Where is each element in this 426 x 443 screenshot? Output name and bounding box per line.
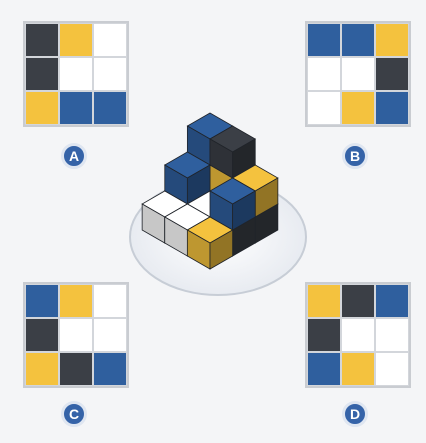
grid-cell	[59, 57, 93, 91]
grid-cell	[341, 318, 375, 352]
grid-cell	[59, 318, 93, 352]
grid-cell	[307, 284, 341, 318]
grid-cell	[375, 284, 409, 318]
grid-cell	[25, 91, 59, 125]
grid-cell	[25, 284, 59, 318]
grid-cell	[375, 318, 409, 352]
option-b-badge[interactable]: B	[342, 143, 368, 169]
grid-cell	[93, 23, 127, 57]
option-d-grid[interactable]	[305, 282, 411, 388]
grid-cell	[307, 23, 341, 57]
grid-cell	[25, 352, 59, 386]
grid-cell	[307, 352, 341, 386]
grid-cell	[59, 23, 93, 57]
grid-cell	[307, 318, 341, 352]
grid-cell	[341, 284, 375, 318]
cube-stack-illustration	[110, 105, 310, 305]
option-d-badge[interactable]: D	[342, 401, 368, 427]
option-c-badge[interactable]: C	[61, 401, 87, 427]
grid-cell	[59, 284, 93, 318]
grid-cell	[375, 352, 409, 386]
grid-cell	[341, 352, 375, 386]
option-b-grid[interactable]	[305, 21, 411, 127]
grid-cell	[341, 23, 375, 57]
grid-cell	[307, 91, 341, 125]
grid-cell	[375, 91, 409, 125]
grid-cell	[341, 91, 375, 125]
option-a-badge[interactable]: A	[61, 143, 87, 169]
grid-cell	[375, 57, 409, 91]
grid-cell	[25, 318, 59, 352]
grid-cell	[25, 23, 59, 57]
grid-cell	[93, 57, 127, 91]
grid-cell	[25, 57, 59, 91]
grid-cell	[375, 23, 409, 57]
grid-cell	[93, 318, 127, 352]
grid-cell	[307, 57, 341, 91]
grid-cell	[59, 91, 93, 125]
grid-cell	[341, 57, 375, 91]
grid-cell	[93, 352, 127, 386]
grid-cell	[59, 352, 93, 386]
